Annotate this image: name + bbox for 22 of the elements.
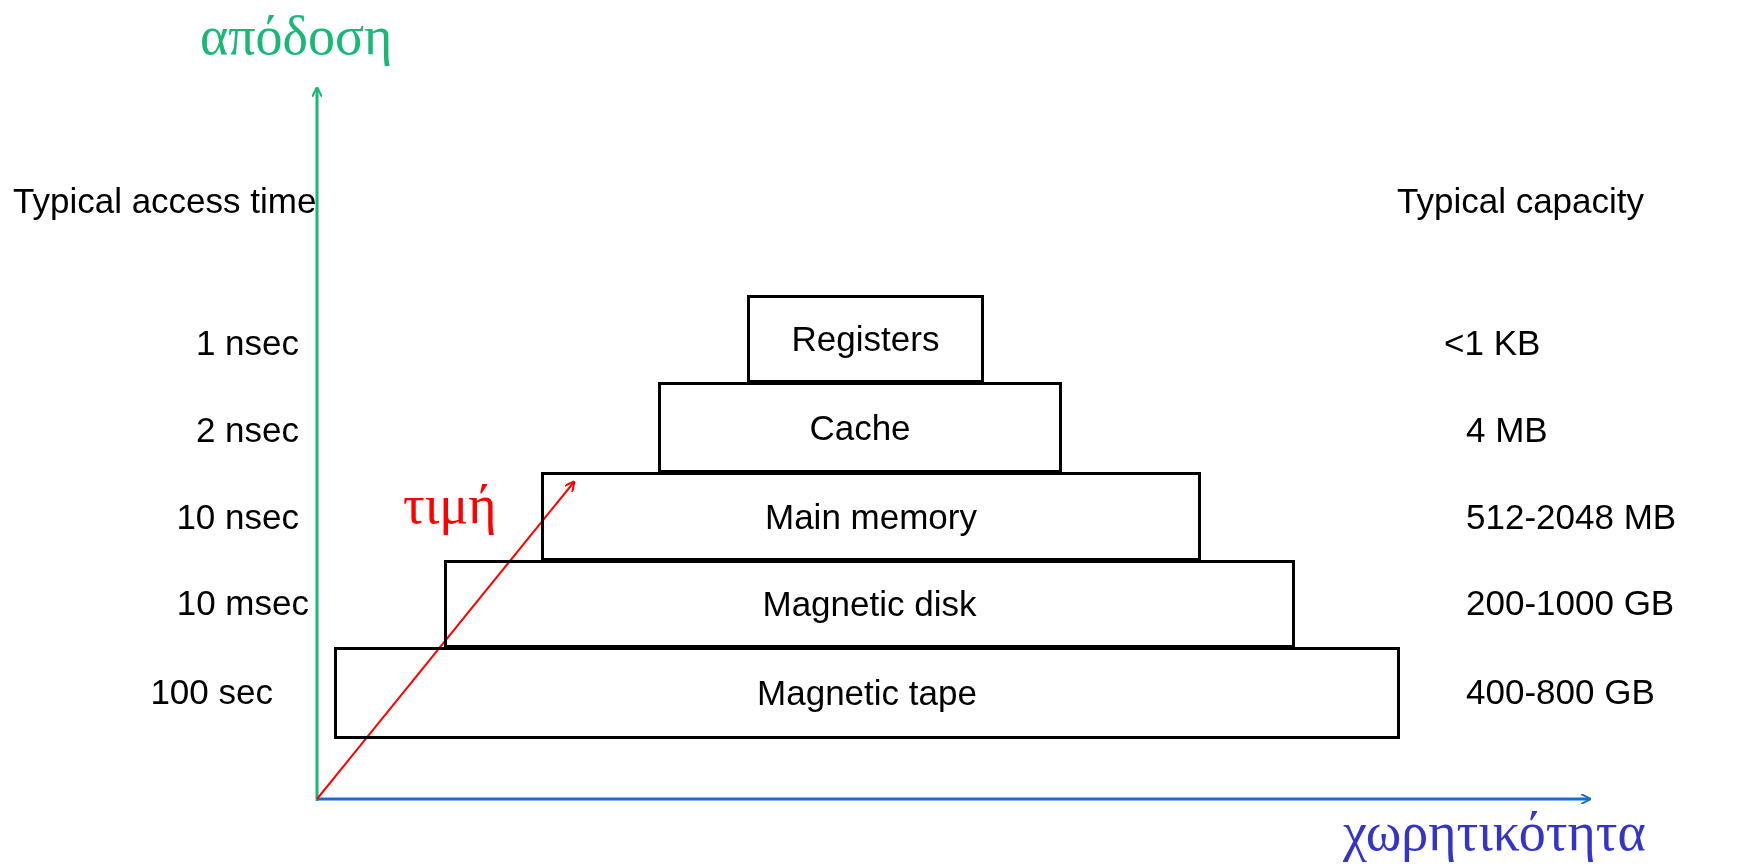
capacity-value: 4 MB xyxy=(1466,411,1548,447)
column-heading: Typical access time xyxy=(13,182,317,218)
access-time: 10 msec xyxy=(176,584,309,620)
level-name: Cache xyxy=(809,407,911,448)
access-time: 100 sec xyxy=(150,673,273,709)
column-heading: Typical capacity xyxy=(1397,182,1645,218)
level-name: Magnetic tape xyxy=(757,673,977,713)
level-name: Registers xyxy=(791,319,940,359)
capacity-value: 200-1000 GB xyxy=(1466,584,1675,620)
level-name: Magnetic disk xyxy=(762,584,977,624)
capacity-value: 512-2048 MB xyxy=(1466,498,1677,534)
capacity-value: <1 KB xyxy=(1444,324,1541,360)
capacity-value: 400-800 GB xyxy=(1466,673,1655,709)
storage-level-box xyxy=(334,647,1400,739)
access-time: 2 nsec xyxy=(195,411,299,447)
storage-level-box xyxy=(658,382,1062,473)
storage-level-box xyxy=(444,560,1295,648)
access-time: 10 nsec xyxy=(176,498,299,534)
access-time: 1 nsec xyxy=(195,324,299,360)
storage-level-box xyxy=(747,295,984,383)
level-name: Main memory xyxy=(765,496,977,537)
storage-level-box xyxy=(541,472,1201,561)
